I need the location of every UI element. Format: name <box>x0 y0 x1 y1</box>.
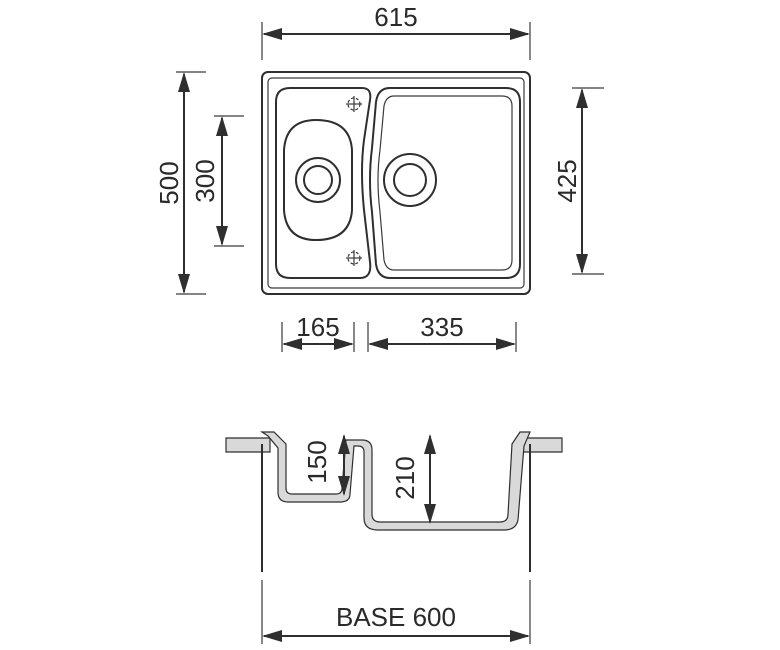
dimension-large-bowl-depth: 210 <box>390 434 436 524</box>
dimension-base: BASE 600 <box>261 580 531 644</box>
small-bowl-drain-outer <box>295 157 341 203</box>
small-bowl-inner <box>283 118 353 242</box>
dim-label-615: 615 <box>374 2 417 32</box>
dimension-total-height: 500 <box>154 71 206 295</box>
dim-label-150: 150 <box>302 440 332 483</box>
dim-label-500: 500 <box>154 161 184 204</box>
section-view: 150 210 BASE 600 <box>225 431 563 644</box>
tap-hole-marker-top <box>346 96 362 112</box>
large-bowl-drain-outer <box>383 153 437 207</box>
sink-outer-rim <box>261 71 531 295</box>
dim-label-165: 165 <box>296 312 339 342</box>
dim-label-base-600: BASE 600 <box>336 602 456 632</box>
large-bowl-outline <box>369 87 521 279</box>
dimension-small-bowl-depth: 150 <box>302 434 350 496</box>
dimension-total-width: 615 <box>261 2 531 60</box>
dimension-small-bowl-height: 300 <box>190 115 244 247</box>
dim-label-335: 335 <box>420 312 463 342</box>
countertop-left <box>225 437 271 453</box>
dim-label-425: 425 <box>552 159 582 202</box>
dim-label-300: 300 <box>190 159 220 202</box>
small-bowl-outline <box>275 87 372 279</box>
large-bowl-inner <box>377 95 513 271</box>
dimension-large-bowl-width: 335 <box>367 312 517 352</box>
top-view: 615 500 300 425 165 <box>154 2 604 352</box>
sink-inner-rim <box>267 77 525 289</box>
small-bowl-drain-inner <box>303 165 333 195</box>
dimension-small-bowl-width: 165 <box>281 312 355 352</box>
large-bowl-drain-inner <box>393 163 427 197</box>
dimension-large-bowl-height: 425 <box>552 87 604 275</box>
tap-hole-marker-bottom <box>346 250 362 266</box>
dim-label-210: 210 <box>390 456 420 499</box>
